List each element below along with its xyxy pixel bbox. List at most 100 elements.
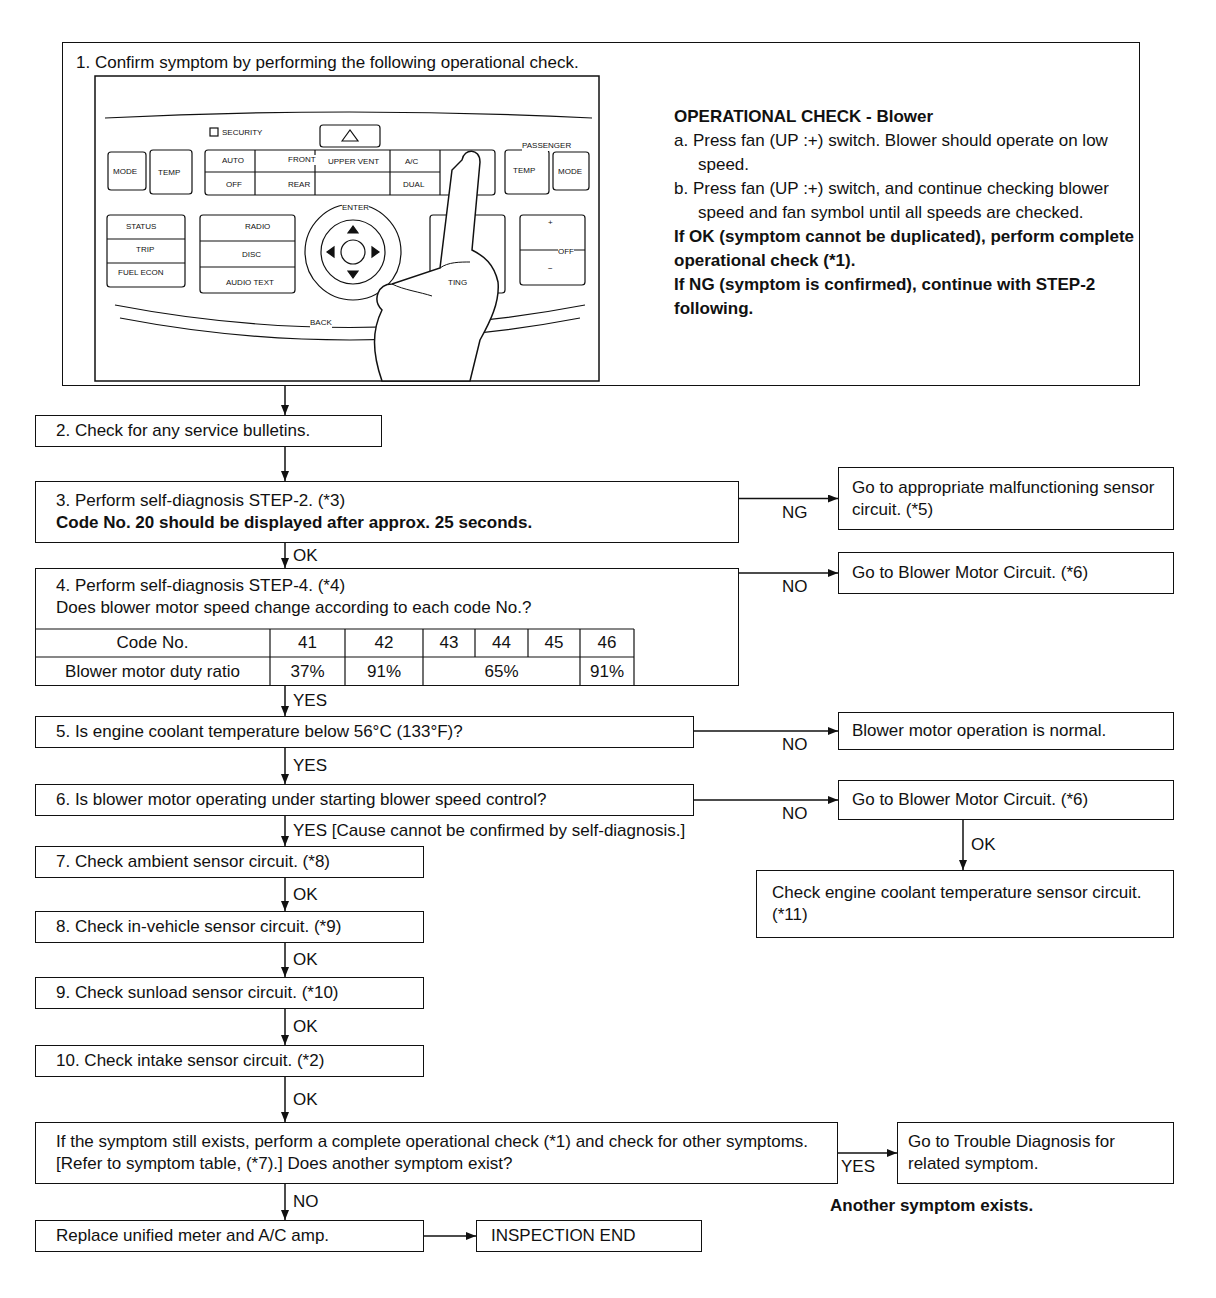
process-box: Blower motor operation is normal. bbox=[838, 712, 1174, 750]
connector-arrow bbox=[424, 1235, 476, 1237]
edge-label: OK bbox=[291, 885, 320, 905]
box-text: Go to Blower Motor Circuit. (*6) bbox=[852, 562, 1165, 584]
edge-label: YES bbox=[291, 691, 329, 711]
box-subtext: Code No. 20 should be displayed after ap… bbox=[56, 512, 730, 534]
console-label: REAR bbox=[288, 180, 310, 190]
edge-label: YES [Cause cannot be confirmed by self-d… bbox=[291, 821, 687, 841]
connector-arrow bbox=[284, 1184, 286, 1220]
console-label: MODE bbox=[558, 167, 582, 177]
edge-label: NO bbox=[780, 804, 810, 824]
process-box: 3. Perform self-diagnosis STEP-2. (*3)Co… bbox=[35, 481, 739, 543]
check-panel: OPERATIONAL CHECK - Blowera. Press fan (… bbox=[62, 42, 1140, 386]
connector-arrow bbox=[284, 943, 286, 977]
box-text: 5. Is engine coolant temperature below 5… bbox=[56, 721, 685, 743]
console-label: SECURITY bbox=[222, 128, 262, 138]
connector-arrow bbox=[284, 816, 286, 846]
console-label: A/C bbox=[405, 157, 418, 167]
edge-label: OK bbox=[969, 835, 998, 855]
box-text: 7. Check ambient sensor circuit. (*8) bbox=[56, 851, 415, 873]
console-label: PASSENGER bbox=[522, 141, 571, 151]
box-text: If the symptom still exists, perform a c… bbox=[56, 1131, 829, 1175]
code-table-grid bbox=[35, 629, 634, 686]
box-text: 4. Perform self-diagnosis STEP-4. (*4) bbox=[56, 575, 730, 597]
note-text: Another symptom exists. bbox=[830, 1196, 1033, 1216]
box-text: Go to appropriate malfunctioning sensor … bbox=[852, 477, 1165, 521]
box-text: Blower motor operation is normal. bbox=[852, 720, 1165, 742]
check-text-column: OPERATIONAL CHECK - Blowera. Press fan (… bbox=[674, 105, 1139, 321]
console-label: DISC bbox=[242, 250, 261, 260]
table-cell: Blower motor duty ratio bbox=[35, 657, 270, 686]
connector-arrow bbox=[284, 386, 286, 415]
process-box: Go to appropriate malfunctioning sensor … bbox=[838, 467, 1174, 530]
connector-arrow bbox=[284, 447, 286, 481]
console-label: FRONT bbox=[288, 155, 316, 165]
table-cell: 43 bbox=[423, 629, 475, 657]
process-box: 6. Is blower motor operating under start… bbox=[35, 784, 694, 816]
console-label: OFF bbox=[226, 180, 242, 190]
console-label: OFF bbox=[558, 247, 574, 257]
connector-arrow bbox=[284, 1009, 286, 1045]
console-label: ENTER bbox=[342, 203, 369, 213]
process-box: 5. Is engine coolant temperature below 5… bbox=[35, 716, 694, 748]
box-subtext: If NG (symptom is confirmed), continue w… bbox=[674, 273, 1139, 321]
console-label: STATUS bbox=[126, 222, 156, 232]
connector-arrow bbox=[694, 799, 838, 801]
box-text: 10. Check intake sensor circuit. (*2) bbox=[56, 1050, 415, 1072]
edge-label: OK bbox=[291, 1090, 320, 1110]
console-label: TRIP bbox=[136, 245, 154, 255]
box-text: Go to Trouble Diagnosis for related symp… bbox=[908, 1131, 1165, 1175]
console-label: TEMP bbox=[513, 166, 535, 176]
table-cell: 42 bbox=[345, 629, 423, 657]
process-box: Replace unified meter and A/C amp. bbox=[35, 1220, 424, 1252]
box-text: INSPECTION END bbox=[491, 1225, 693, 1247]
process-box: 7. Check ambient sensor circuit. (*8) bbox=[35, 846, 424, 878]
connector-arrow bbox=[739, 572, 838, 574]
edge-label: NO bbox=[780, 577, 810, 597]
process-box: Go to Blower Motor Circuit. (*6) bbox=[838, 780, 1174, 820]
process-box: Check engine coolant temperature sensor … bbox=[756, 870, 1174, 938]
console-label: UPPER VENT bbox=[328, 157, 379, 167]
console-label: RADIO bbox=[245, 222, 270, 232]
process-box: INSPECTION END bbox=[476, 1220, 702, 1252]
console-label: MODE bbox=[113, 167, 137, 177]
console-label: AUTO bbox=[222, 156, 244, 166]
edge-label: OK bbox=[291, 1017, 320, 1037]
box-text: 1. Confirm symptom by performing the fol… bbox=[76, 51, 579, 75]
edge-label: NO bbox=[780, 735, 810, 755]
table-cell: 45 bbox=[528, 629, 580, 657]
box-text: 8. Check in-vehicle sensor circuit. (*9) bbox=[56, 916, 415, 938]
box-subtext: b. Press fan (UP :+) switch, and continu… bbox=[674, 177, 1139, 225]
connector-arrow bbox=[284, 543, 286, 568]
edge-label: YES bbox=[291, 756, 329, 776]
connector-arrow bbox=[694, 730, 838, 732]
table-cell: 44 bbox=[475, 629, 528, 657]
connector-arrow bbox=[284, 878, 286, 911]
console-label: AUDIO TEXT bbox=[226, 278, 274, 288]
edge-label: OK bbox=[291, 546, 320, 566]
edge-label: YES bbox=[839, 1157, 877, 1177]
console-label: − bbox=[548, 264, 553, 274]
connector-arrow bbox=[284, 1077, 286, 1122]
console-label: + bbox=[548, 218, 553, 228]
process-box: Go to Blower Motor Circuit. (*6) bbox=[838, 552, 1174, 594]
table-cell: 91% bbox=[345, 657, 423, 686]
table-cell: 41 bbox=[270, 629, 345, 657]
box-text: Check engine coolant temperature sensor … bbox=[772, 882, 1165, 926]
box-subtext: Does blower motor speed change according… bbox=[56, 597, 730, 619]
console-label: BACK bbox=[310, 318, 332, 328]
process-box: 2. Check for any service bulletins. bbox=[35, 415, 382, 447]
connector-arrow bbox=[284, 686, 286, 716]
console-label: DUAL bbox=[403, 180, 424, 190]
connector-arrow bbox=[962, 820, 964, 870]
connector-arrow bbox=[284, 748, 286, 784]
process-box: 8. Check in-vehicle sensor circuit. (*9) bbox=[35, 911, 424, 943]
box-text: 3. Perform self-diagnosis STEP-2. (*3) bbox=[56, 490, 730, 512]
process-box: 10. Check intake sensor circuit. (*2) bbox=[35, 1045, 424, 1077]
connector-arrow bbox=[739, 498, 838, 500]
table-cell: 37% bbox=[270, 657, 345, 686]
box-text: 2. Check for any service bulletins. bbox=[56, 420, 373, 442]
box-text: 6. Is blower motor operating under start… bbox=[56, 789, 685, 811]
connector-arrow bbox=[838, 1152, 897, 1154]
table-cell: Code No. bbox=[35, 629, 270, 657]
console-label: FUEL ECON bbox=[118, 268, 164, 278]
